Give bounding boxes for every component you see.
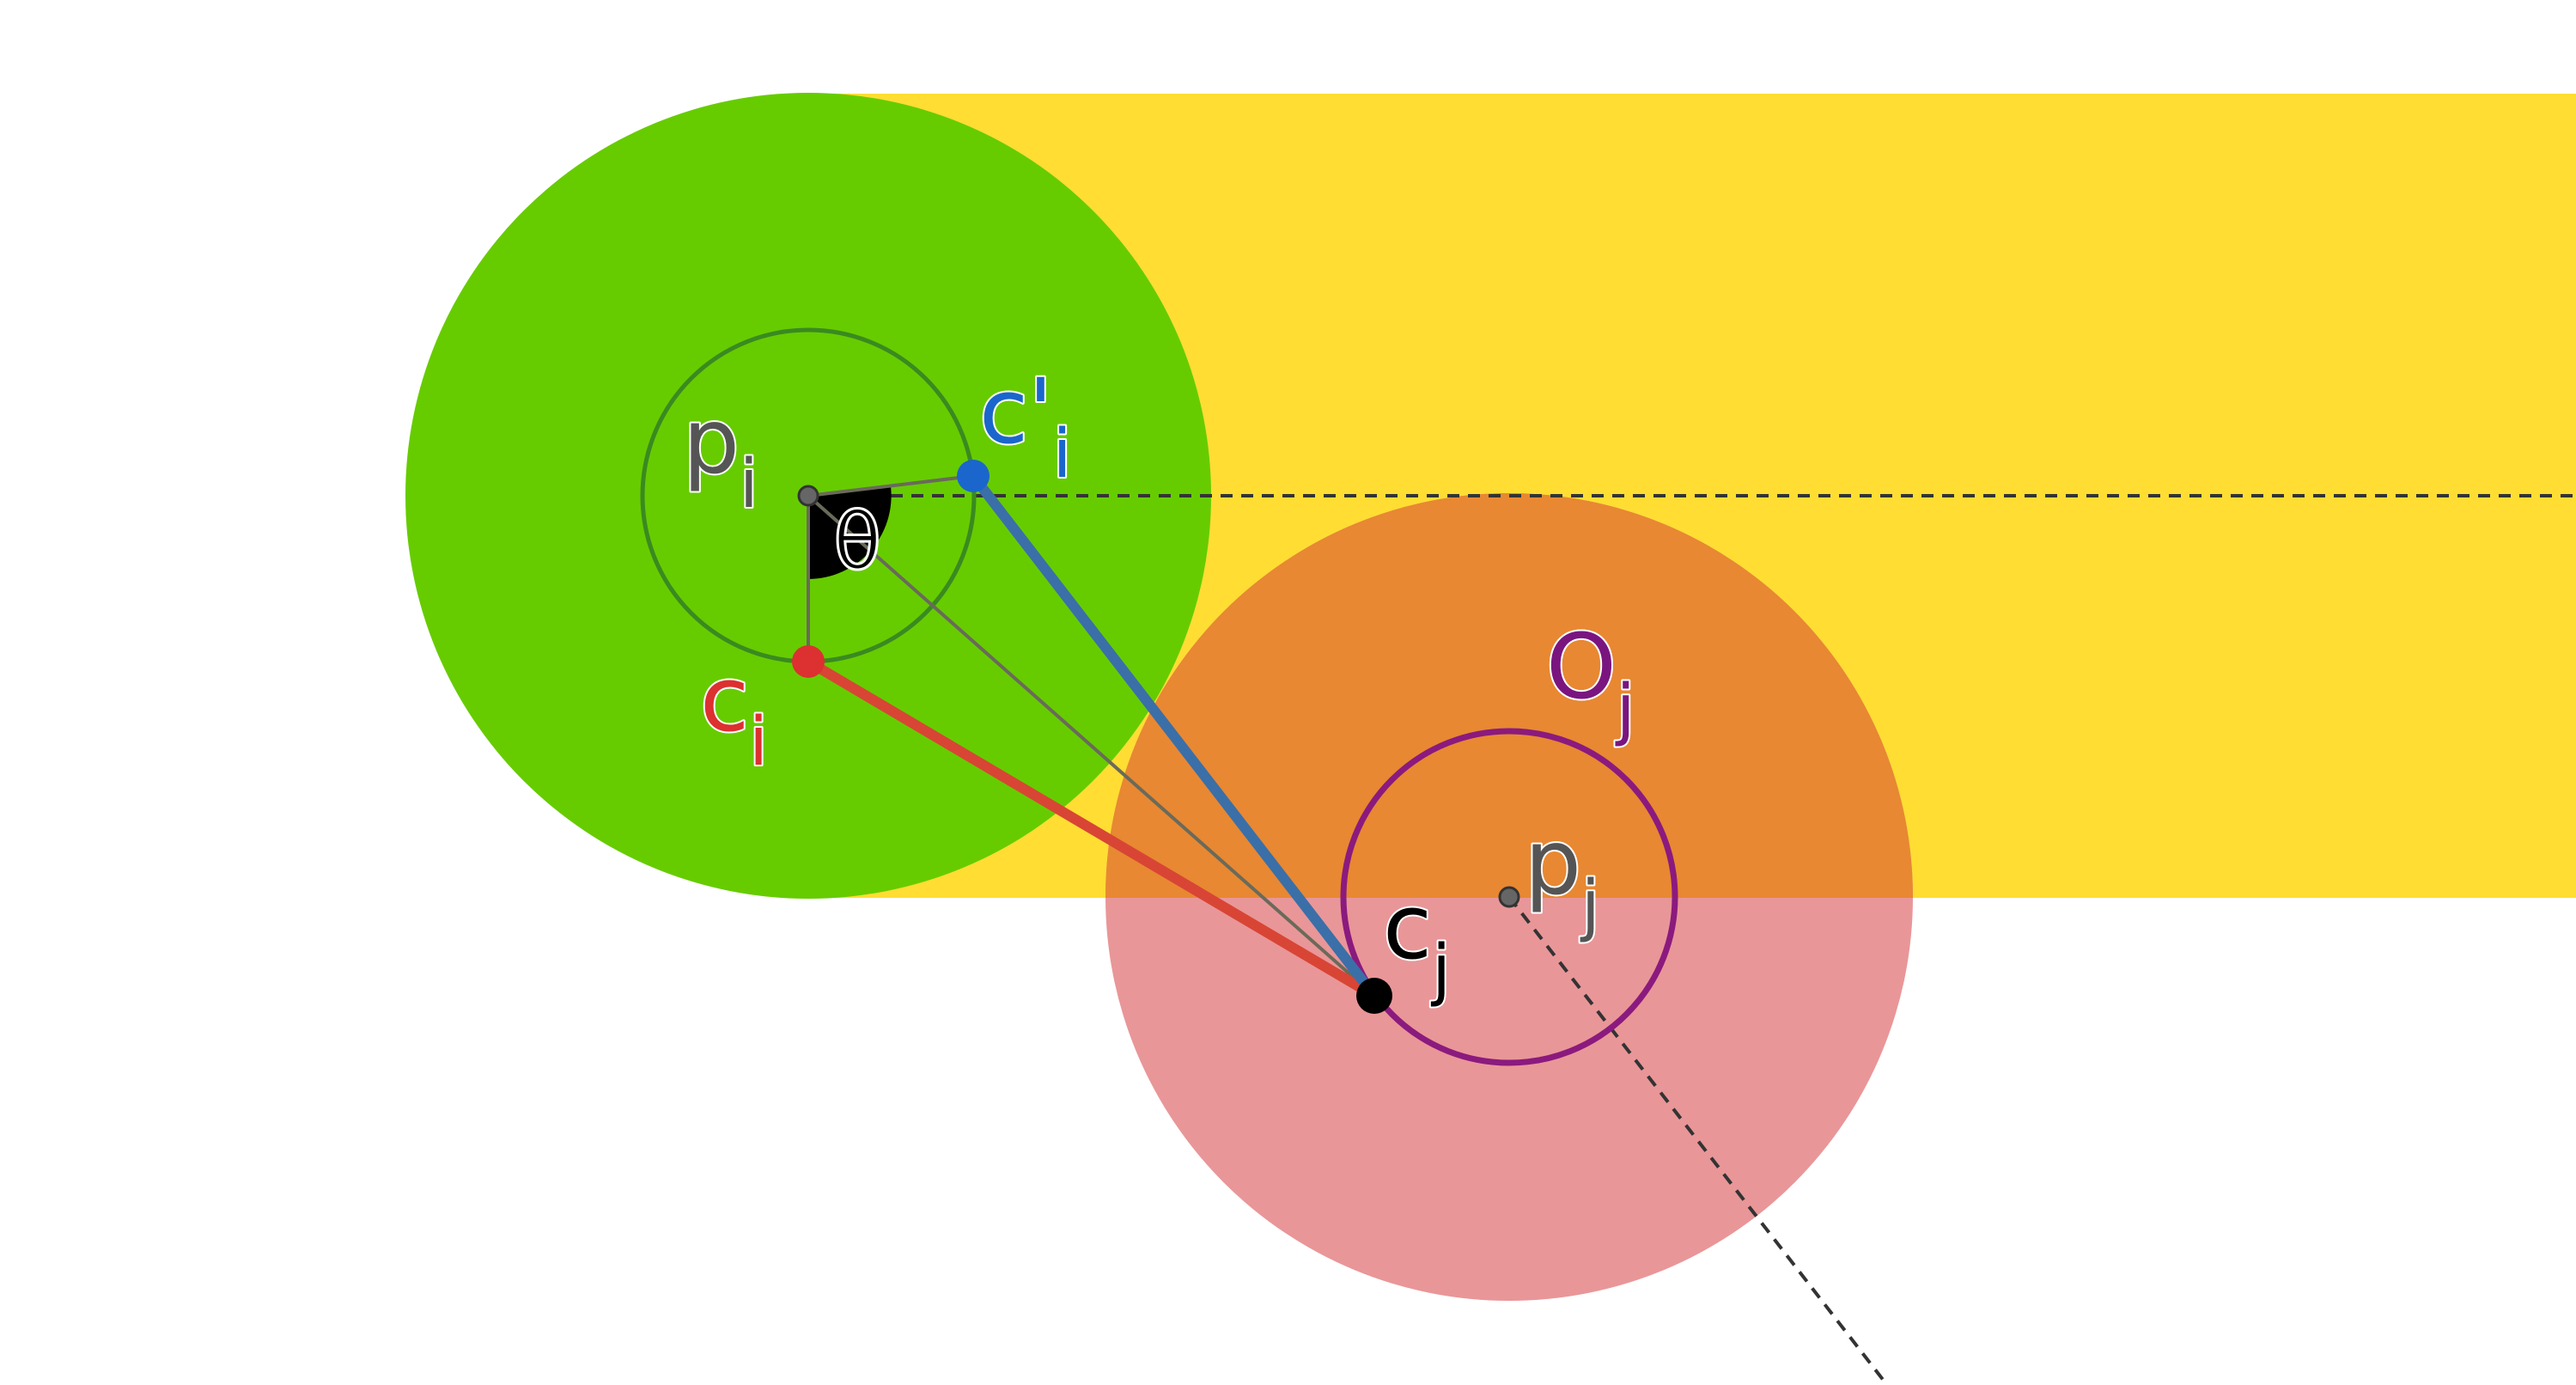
blue-segment-cprime-i-cj [968,471,1379,1001]
label-p-i: pi [683,389,758,523]
line-pi-to-cprime-i [807,474,974,497]
point-c-j [1356,978,1392,1014]
label-p-j: pj [1525,810,1600,944]
label-c-i: ci [700,647,768,781]
label-o-j: Oj [1546,614,1635,748]
point-p-i [797,485,819,507]
red-segment-ci-cj [803,656,1379,1001]
point-c-i [792,645,825,678]
label-theta: θ [833,496,881,588]
line-pi-to-cj [807,494,1376,998]
label-c-j: cj [1383,875,1451,1009]
point-c-prime-i [957,460,990,492]
orange-overlap [1105,493,1913,898]
inner-circle-j [1340,728,1678,1066]
label-c-prime-i: c'i [979,359,1071,493]
point-p-j [1498,886,1520,908]
